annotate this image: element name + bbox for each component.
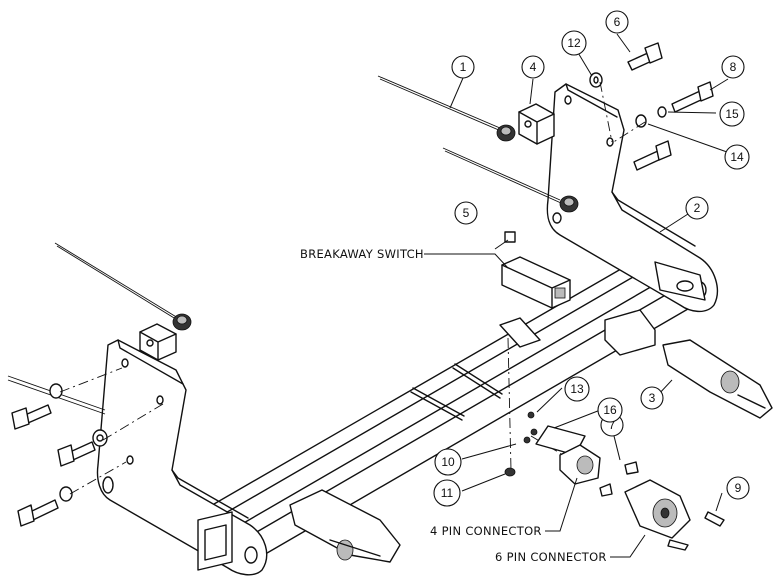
callout-3: 3 <box>640 386 664 410</box>
svg-text:4: 4 <box>530 60 537 74</box>
right-bracket <box>546 83 718 313</box>
svg-text:9: 9 <box>735 481 742 495</box>
washers <box>49 72 667 502</box>
label-4-pin-connector: 4 PIN CONNECTOR <box>430 524 542 538</box>
label-6-pin-connector: 6 PIN CONNECTOR <box>495 550 607 564</box>
callout-1: 1 <box>451 55 475 79</box>
svg-text:7: 7 <box>609 418 616 432</box>
four-pin-connector <box>559 444 613 497</box>
cable-ends <box>172 124 579 331</box>
callout-14: 14 <box>724 144 750 170</box>
svg-text:12: 12 <box>567 36 581 50</box>
svg-text:11: 11 <box>441 486 454 500</box>
six-pin-connector <box>624 461 725 551</box>
callout-9: 9 <box>726 476 750 500</box>
svg-text:16: 16 <box>603 403 617 417</box>
callout-6: 6 <box>605 10 629 34</box>
cross-pins <box>410 363 503 421</box>
svg-text:1: 1 <box>460 60 467 74</box>
callout-11: 11 <box>433 479 461 507</box>
tow-arm-left <box>289 489 401 563</box>
svg-text:10: 10 <box>441 455 455 469</box>
svg-text:8: 8 <box>730 60 737 74</box>
svg-text:6: 6 <box>614 15 621 29</box>
callout-15: 15 <box>719 101 745 127</box>
callout-2: 2 <box>685 196 709 220</box>
connector-bracket <box>504 411 586 477</box>
callout-leaders <box>424 33 729 558</box>
label-breakaway-switch: BREAKAWAY SWITCH <box>300 247 424 261</box>
callout-12: 12 <box>561 30 587 56</box>
svg-text:3: 3 <box>649 391 656 405</box>
callout-10: 10 <box>434 448 462 476</box>
svg-text:13: 13 <box>570 382 584 396</box>
svg-text:5: 5 <box>463 206 470 220</box>
callout-16: 16 <box>597 397 623 423</box>
svg-text:2: 2 <box>694 201 701 215</box>
tow-arm-right <box>604 309 773 419</box>
bolts <box>11 42 714 527</box>
svg-text:14: 14 <box>730 150 744 164</box>
left-bracket <box>96 339 268 576</box>
cross-tube <box>194 257 701 561</box>
safety-cables <box>7 75 562 415</box>
svg-text:15: 15 <box>725 107 739 121</box>
callout-5: 5 <box>454 201 478 225</box>
callout-13: 13 <box>564 376 590 402</box>
spacer-blocks <box>139 103 555 361</box>
callout-4: 4 <box>521 55 545 79</box>
callout-8: 8 <box>721 55 745 79</box>
breakaway-switch <box>499 231 571 348</box>
